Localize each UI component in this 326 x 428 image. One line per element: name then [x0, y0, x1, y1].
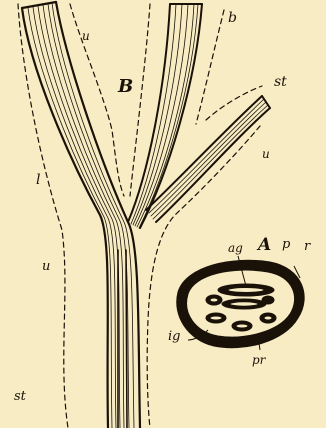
- labels: B A u b st u l u st ag p r ig pr: [14, 10, 311, 404]
- label-b-panel: B: [117, 76, 133, 97]
- label-st-top: st: [274, 74, 287, 90]
- label-a-panel: A: [256, 235, 271, 255]
- label-p: p: [282, 237, 291, 252]
- main-stem: [22, 2, 140, 428]
- branch-b-fibres: [131, 4, 198, 228]
- main-stem-fibres: [28, 3, 134, 428]
- panel-b-longitudinal-stem: [18, 2, 270, 428]
- label-r: r: [304, 239, 311, 254]
- label-pr: pr: [252, 353, 267, 367]
- label-ag: ag: [228, 241, 243, 255]
- label-u-right: u: [262, 147, 270, 161]
- panel-a-cross-section: [177, 256, 304, 350]
- label-u-left: u: [42, 259, 50, 274]
- label-u-top: u: [82, 29, 90, 43]
- label-l: l: [36, 172, 40, 188]
- label-st-bottom: st: [14, 389, 27, 404]
- label-ig: ig: [168, 329, 180, 344]
- label-b: b: [228, 10, 237, 26]
